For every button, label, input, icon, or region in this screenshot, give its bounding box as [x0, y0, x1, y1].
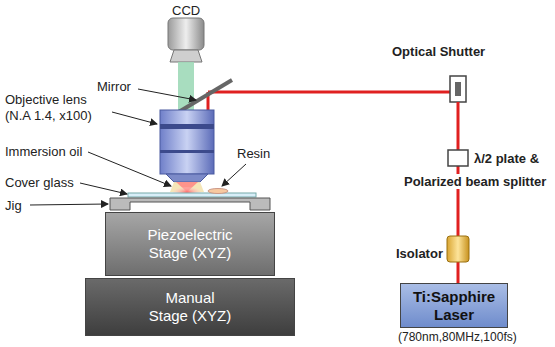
camera-label: CCD: [172, 3, 200, 18]
part-label: Isolator: [396, 246, 443, 261]
stage-box: Manual Stage (XYZ): [85, 278, 295, 336]
part-label: Cover glass: [5, 175, 74, 190]
laser-spec: (780nm,80MHz,100fs): [398, 330, 517, 345]
laser-box: Ti:Sapphire Laser: [400, 283, 508, 328]
part-label: Mirror: [97, 79, 131, 94]
part-label: Objective lens: [5, 92, 87, 107]
part-label: (N.A 1.4, x100): [5, 108, 92, 123]
box-text: Ti:Sapphire Laser: [406, 288, 502, 324]
part-label: Polarized beam splitter: [402, 174, 548, 189]
part-label: Resin: [237, 146, 270, 161]
box-text: Piezoelectric Stage (XYZ): [138, 226, 242, 262]
box-text: Manual Stage (XYZ): [146, 289, 234, 325]
part-label: Immersion oil: [5, 144, 82, 159]
part-label: Jig: [5, 198, 22, 213]
part-label: λ/2 plate &: [474, 151, 539, 166]
stage-box: Piezoelectric Stage (XYZ): [105, 212, 275, 276]
part-label: Optical Shutter: [392, 44, 485, 59]
